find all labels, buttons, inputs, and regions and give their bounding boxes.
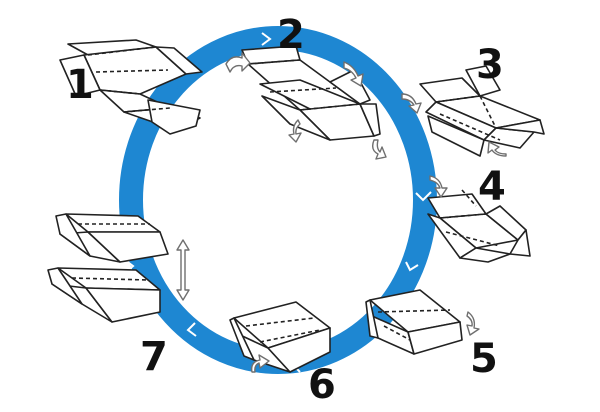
step-4-number: 4 <box>478 164 506 210</box>
step-2-sides-up <box>242 46 380 140</box>
step-4-partly-closed <box>428 190 530 262</box>
curved-arrow-icon <box>429 175 448 198</box>
step-3-tray-flaps <box>420 66 544 156</box>
curved-arrow-icon <box>487 141 507 157</box>
step-7-finished-top <box>56 214 168 262</box>
curved-arrow-icon <box>466 311 480 336</box>
double-arrow-icon <box>176 239 190 301</box>
curved-arrow-icon <box>225 52 251 73</box>
step-6-tray <box>230 302 330 372</box>
curved-arrow-icon <box>401 93 422 114</box>
step-1-number: 1 <box>66 62 94 108</box>
step-6-number: 6 <box>308 362 336 408</box>
step-7-finished-bottom <box>48 268 160 322</box>
step-1-flat-blank <box>60 40 202 134</box>
process-arrows <box>176 52 507 373</box>
step-5-number: 5 <box>470 336 498 382</box>
curved-arrow-icon <box>343 61 364 87</box>
curved-arrow-icon <box>288 119 302 143</box>
step-5-lid-open <box>366 290 462 354</box>
step-7-number: 7 <box>140 334 168 380</box>
curved-arrow-icon <box>371 139 387 160</box>
step-2-number: 2 <box>277 12 305 58</box>
curved-arrow-icon <box>250 354 270 373</box>
step-3-number: 3 <box>476 42 504 88</box>
